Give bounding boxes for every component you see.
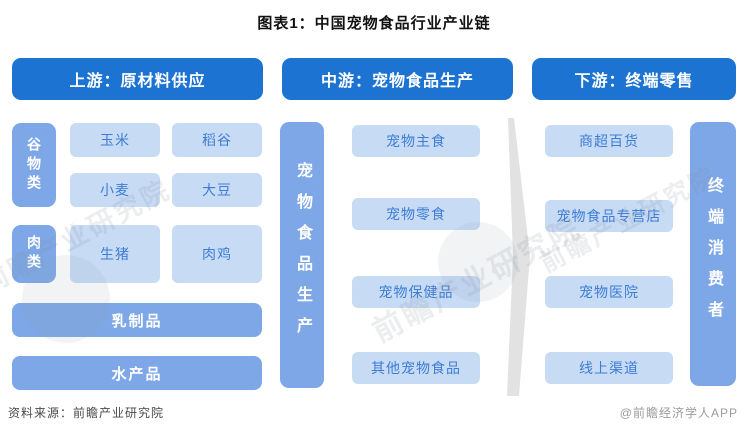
item-live-pig: 生猪 <box>70 225 160 283</box>
item-pet-food-specialty-store: 宠物食品专营店 <box>545 200 673 232</box>
category-meat: 肉类 <box>12 225 56 283</box>
downstream-side-label: 终端消费者 <box>690 122 736 386</box>
item-pet-health-products: 宠物保健品 <box>352 276 480 308</box>
midstream-side-label: 宠物食品生产 <box>280 122 324 388</box>
credit-note: @前瞻经济学人APP <box>619 406 738 420</box>
item-pet-hospital: 宠物医院 <box>545 276 673 308</box>
item-pet-snacks: 宠物零食 <box>352 198 480 230</box>
item-wheat: 小麦 <box>70 173 160 207</box>
column-divider-shape <box>507 118 530 396</box>
item-corn: 玉米 <box>70 123 160 157</box>
bar-dairy-products: 乳制品 <box>12 303 262 337</box>
midstream-header: 中游：宠物食品生产 <box>282 58 513 100</box>
item-rice-paddy: 稻谷 <box>172 123 262 157</box>
chart-title: 图表1：中国宠物食品行业产业链 <box>257 15 491 32</box>
bar-aquatic-products: 水产品 <box>12 356 262 390</box>
item-supermarkets: 商超百货 <box>545 125 673 157</box>
upstream-header: 上游：原材料供应 <box>12 58 263 100</box>
item-pet-staple-food: 宠物主食 <box>352 125 480 157</box>
item-online-channels: 线上渠道 <box>545 352 673 384</box>
source-note: 资料来源：前瞻产业研究院 <box>8 406 165 420</box>
item-broiler-chicken: 肉鸡 <box>172 225 262 283</box>
item-other-pet-food: 其他宠物食品 <box>352 352 480 384</box>
category-grains: 谷物类 <box>12 123 56 207</box>
item-soybean: 大豆 <box>172 173 262 207</box>
downstream-header: 下游：终端零售 <box>532 58 736 100</box>
